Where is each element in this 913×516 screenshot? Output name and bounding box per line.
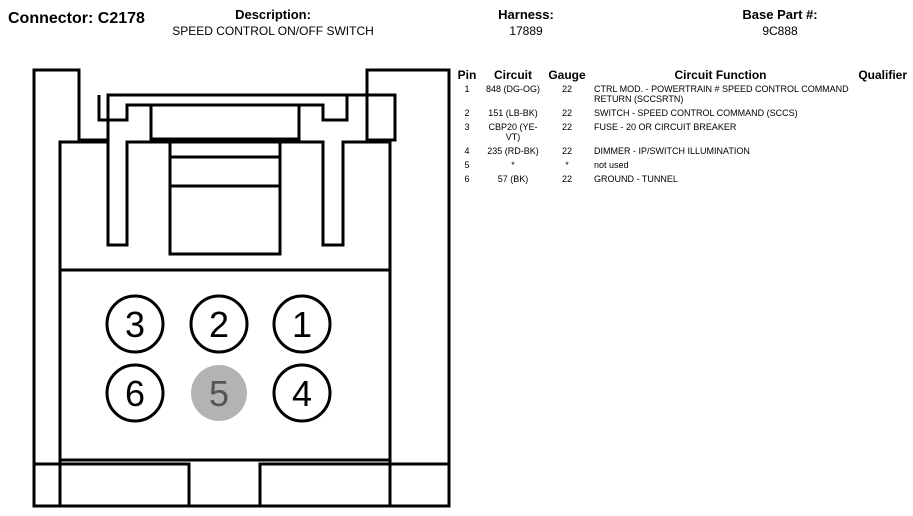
pin-number-label: 1: [292, 304, 312, 345]
description-label: Description:: [235, 7, 311, 22]
pin-number-label: 6: [125, 373, 145, 414]
circuit-cell: 57 (BK): [497, 174, 529, 184]
column-header-gauge: Gauge: [548, 68, 586, 82]
latch-inner: [149, 103, 301, 141]
column-header-function: Circuit Function: [674, 68, 767, 82]
connector-title: Connector: C2178: [8, 10, 145, 27]
pin-cavity: [272, 363, 332, 423]
table-row: 4 235 (RD-BK) 22 DIMMER - IP/SWITCH ILLU…: [454, 145, 909, 159]
gauge-cell: 22: [561, 146, 572, 156]
table-row: 1 848 (DG-OG) 22 CTRL MOD. - POWERTRAIN …: [454, 83, 909, 107]
qualifier-cell: [853, 83, 909, 107]
column-header-circuit: Circuit: [493, 68, 532, 82]
circuit-cell: *: [511, 160, 515, 170]
connector-housing-outline: [32, 68, 451, 508]
pin-cavity: [272, 294, 332, 354]
pin-cell: 4: [464, 146, 470, 156]
function-cell: CTRL MOD. - POWERTRAIN # SPEED CONTROL C…: [594, 84, 849, 104]
pin-cell: 1: [464, 84, 470, 94]
pin-cavity: [105, 363, 165, 423]
table-row: 5 * * not used: [454, 159, 909, 173]
pin-number-label: 5: [209, 373, 229, 414]
pin-table-header: Pin Circuit Gauge Circuit Function Quali…: [454, 67, 909, 83]
function-cell: not used: [594, 160, 629, 170]
qualifier-cell: [853, 173, 909, 187]
table-row: 6 57 (BK) 22 GROUND - TUNNEL: [454, 173, 909, 187]
description-value: SPEED CONTROL ON/OFF SWITCH: [172, 24, 374, 38]
bottom-notch: [34, 462, 449, 506]
base-part-value: 9C888: [762, 24, 798, 38]
pin-number-label: 3: [125, 304, 145, 345]
function-cell: FUSE - 20 OR CIRCUIT BREAKER: [594, 122, 737, 132]
qualifier-cell: [853, 159, 909, 173]
pin-cell: 3: [464, 122, 470, 132]
qualifier-cell: [853, 145, 909, 159]
pin-cavity: [105, 294, 165, 354]
gauge-cell: 22: [561, 108, 572, 118]
pin-cell: 6: [464, 174, 470, 184]
gauge-cell: 22: [561, 84, 572, 94]
pin-cavity: [189, 294, 249, 354]
function-cell: SWITCH - SPEED CONTROL COMMAND (SCCS): [594, 108, 798, 118]
column-header-qualifier: Qualifier: [858, 68, 907, 82]
harness-label: Harness:: [498, 7, 554, 22]
gauge-cell: *: [565, 160, 569, 170]
connector-face-diagram: 3 2 1 6 5 4: [32, 68, 451, 508]
circuit-cell: CBP20 (YE-VT): [488, 122, 538, 142]
pin-number-label: 4: [292, 373, 312, 414]
table-row: 3 CBP20 (YE-VT) 22 FUSE - 20 OR CIRCUIT …: [454, 121, 909, 145]
function-cell: GROUND - TUNNEL: [594, 174, 678, 184]
circuit-cell: 848 (DG-OG): [485, 84, 540, 94]
function-cell: DIMMER - IP/SWITCH ILLUMINATION: [594, 146, 750, 156]
circuit-cell: 235 (RD-BK): [487, 146, 539, 156]
key-block: [168, 140, 282, 256]
column-header-pin: Pin: [457, 68, 477, 82]
pin-table: Pin Circuit Gauge Circuit Function Quali…: [454, 67, 909, 187]
table-row: 2 151 (LB-BK) 22 SWITCH - SPEED CONTROL …: [454, 107, 909, 121]
base-part-label: Base Part #:: [742, 7, 818, 22]
qualifier-cell: [853, 121, 909, 145]
pin-cell: 5: [464, 160, 470, 170]
inner-cavity: [58, 140, 392, 272]
latch-outer: [97, 95, 349, 122]
gauge-cell: 22: [561, 174, 572, 184]
pin-number-label: 2: [209, 304, 229, 345]
pin-cell: 2: [464, 108, 470, 118]
circuit-cell: 151 (LB-BK): [488, 108, 538, 118]
gauge-cell: 22: [561, 122, 572, 132]
pin-cavity: [191, 365, 247, 421]
pin-group: 3 2 1 6 5 4: [105, 294, 332, 423]
qualifier-cell: [853, 107, 909, 121]
bottom-base: [60, 458, 392, 506]
harness-value: 17889: [509, 24, 543, 38]
